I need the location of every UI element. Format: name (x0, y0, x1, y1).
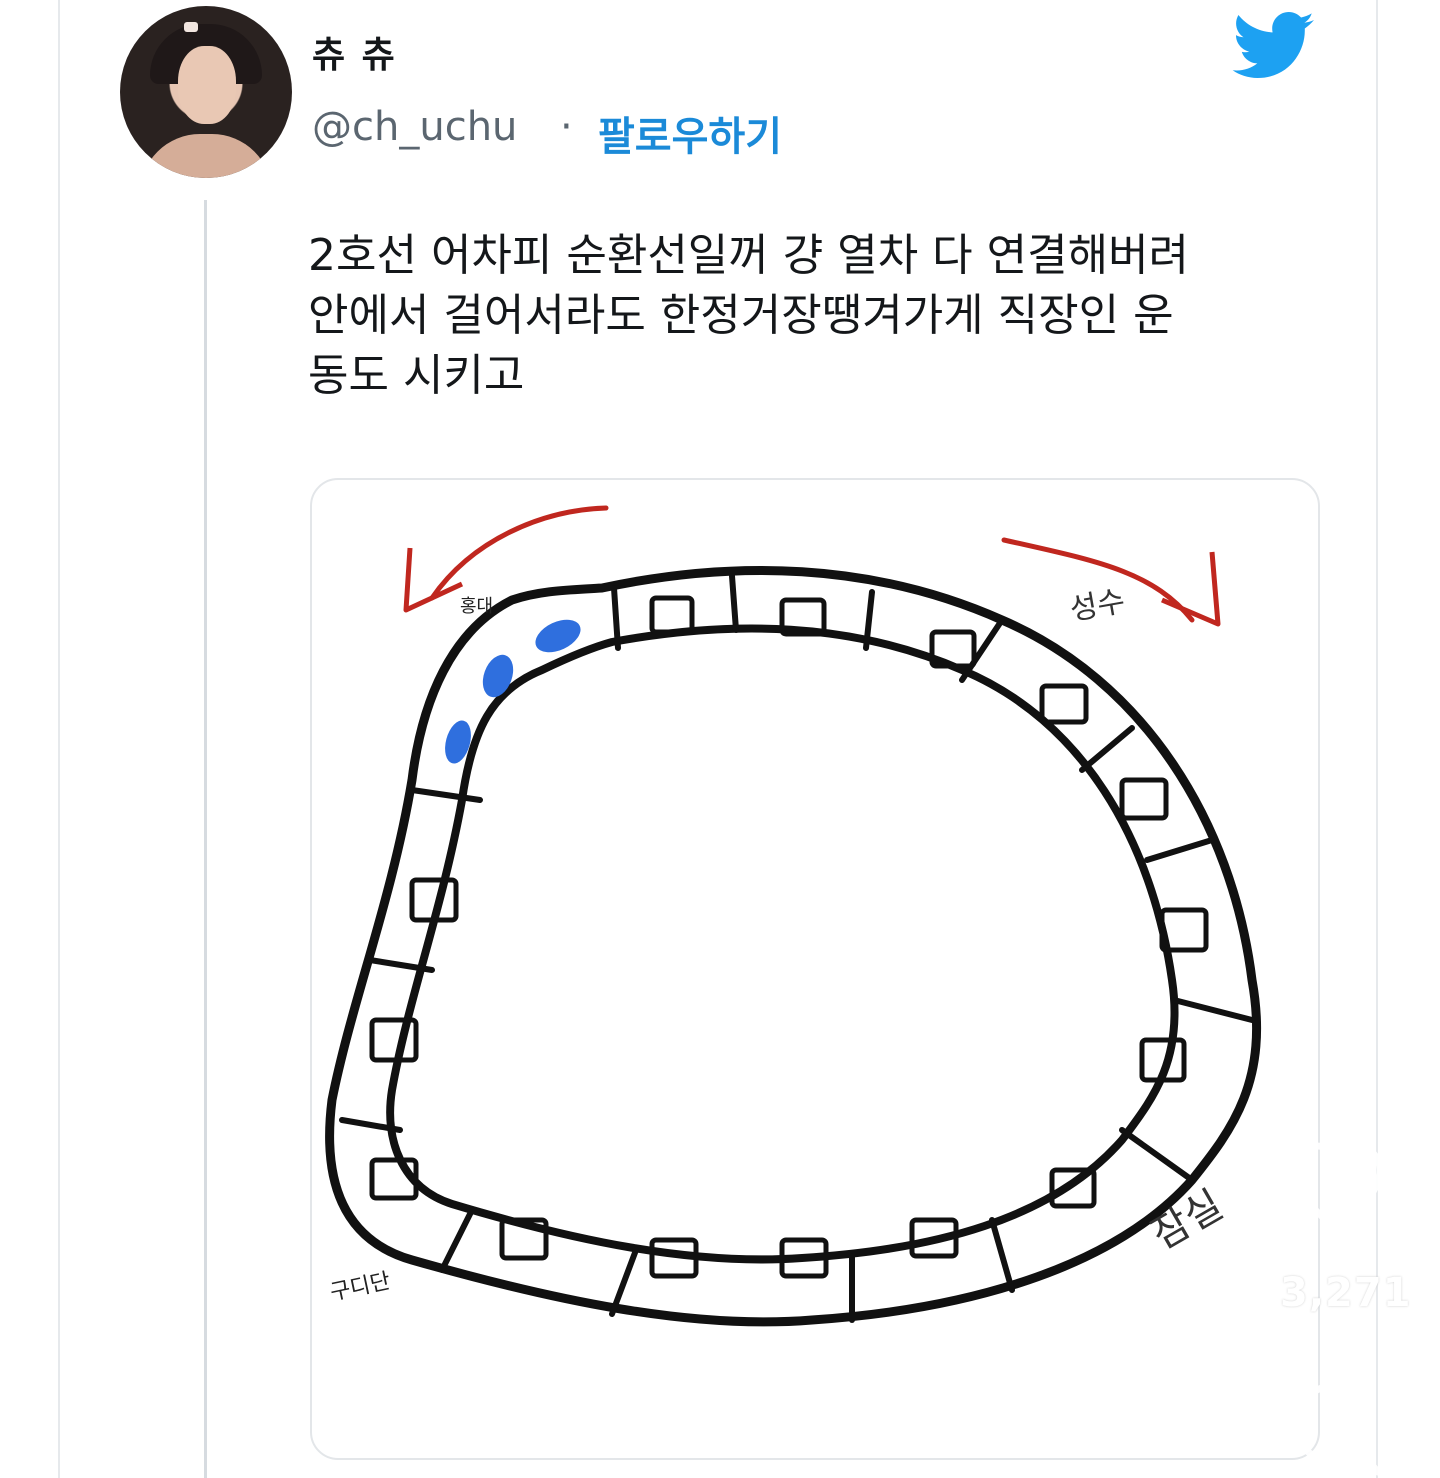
tweet-line: 동도 시키고 (308, 350, 525, 401)
thread-line (204, 200, 207, 1478)
label-guro-digital: 구디단 (328, 1269, 393, 1306)
card-border-right (1376, 0, 1378, 1478)
label-jamsil: 잠실 (1144, 1182, 1231, 1259)
tweet-line: 2호선 어차피 순환선일꺼 걍 열차 다 연결해버려 (308, 230, 1190, 281)
tweet-media-image[interactable]: 홍대 성수 잠실 구디단 (310, 478, 1320, 1460)
arrow-right-head (1161, 551, 1221, 627)
tweet-line: 안에서 걸어서라도 한정거장땡겨가게 직장인 운 (308, 290, 1174, 341)
tweet-text: 2호선 어차피 순환선일꺼 걍 열차 다 연결해버려 안에서 걸어서라도 한정거… (308, 226, 1348, 406)
track-outer (325, 565, 1262, 1327)
comment-icon[interactable] (1286, 1376, 1386, 1476)
label-hongdae: 홍대 (460, 596, 493, 617)
avatar[interactable] (120, 6, 292, 178)
twitter-bird-icon (1232, 12, 1314, 78)
card-border-left (58, 0, 60, 1478)
subway-loop-drawing: 홍대 성수 잠실 구디단 (325, 505, 1262, 1327)
heart-icon[interactable] (1286, 1142, 1386, 1234)
passenger-marks (445, 619, 581, 764)
user-handle[interactable]: @ch_uchu (312, 104, 518, 150)
arrow-left-curve (429, 505, 609, 601)
label-seongsu: 성수 (1067, 584, 1127, 628)
car-windows (369, 595, 1209, 1279)
arrow-right-curve (1001, 537, 1195, 623)
arrow-left-head (403, 547, 464, 613)
separator-dot: · (560, 104, 573, 150)
like-count: 3,271 (1280, 1270, 1412, 1316)
car-dividers (339, 573, 1255, 1323)
display-name[interactable]: 츄 츄 (312, 35, 397, 76)
follow-button[interactable]: 팔로우하기 (598, 114, 782, 160)
